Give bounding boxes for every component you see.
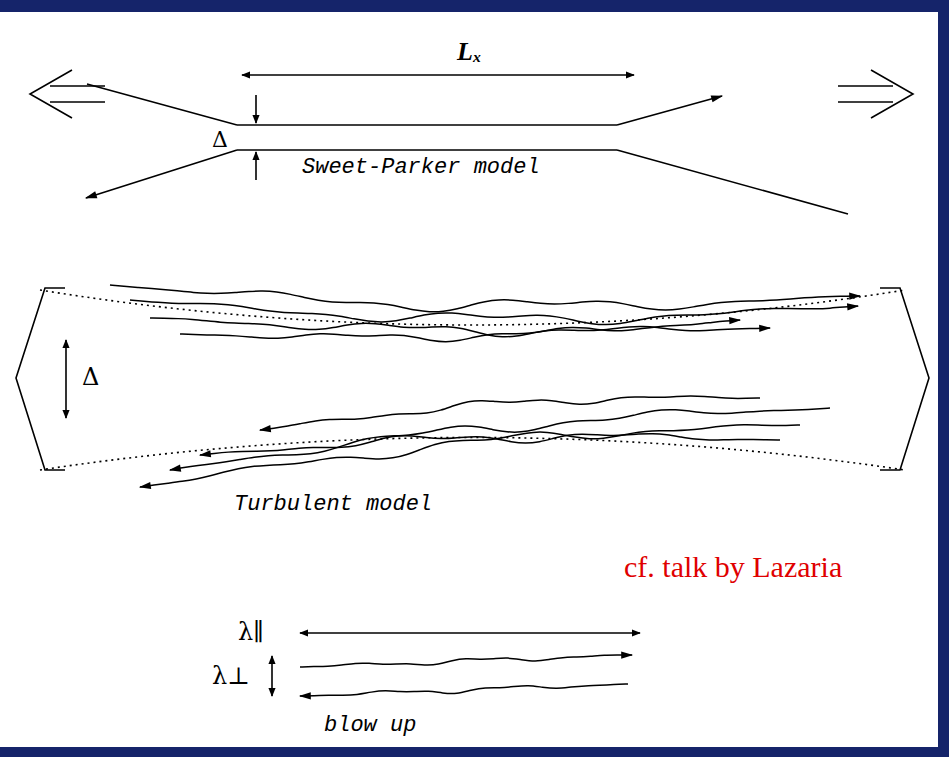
model-title: Turbulent model: [232, 493, 434, 517]
dotted-boundary: [40, 290, 905, 325]
white-panel: [0, 12, 938, 747]
model-title: Sweet-Parker model: [300, 156, 542, 180]
field-line: [150, 318, 770, 337]
panel-title: blow up: [322, 714, 418, 738]
scale-label: λ⊥: [210, 663, 252, 689]
dotted-boundary: [40, 438, 905, 471]
perp-scale-arrow: [271, 656, 273, 696]
field-line: [87, 84, 237, 125]
outflow-arrow: [838, 70, 913, 118]
field-line: [617, 150, 848, 214]
field-line: [200, 434, 780, 455]
outflow-bracket: [880, 288, 929, 470]
thickness-label: Δ: [80, 364, 101, 390]
outflow-bracket: [16, 288, 65, 470]
thickness-arrow: [255, 95, 257, 123]
field-line: [260, 396, 760, 430]
field-line: [617, 96, 722, 125]
field-line: [110, 285, 860, 312]
sheet-line: [237, 149, 617, 151]
thickness-label: Δ: [210, 128, 230, 152]
field-line: [180, 320, 740, 342]
thickness-arrow: [65, 340, 67, 418]
sheet-line: [237, 124, 617, 126]
length-label: Lₓ: [455, 38, 484, 67]
length-arrow: [242, 74, 634, 76]
scale-label: λ∥: [236, 619, 266, 645]
thickness-arrow: [255, 152, 257, 180]
field-line: [300, 655, 632, 667]
field-line: [86, 150, 237, 198]
outflow-arrow: [30, 70, 105, 118]
field-line: [300, 684, 628, 696]
field-line: [130, 300, 858, 325]
reference-note: cf. talk by Lazaria: [622, 550, 844, 583]
field-line: [140, 425, 800, 487]
field-line: [170, 408, 830, 470]
parallel-scale-arrow: [300, 632, 640, 634]
